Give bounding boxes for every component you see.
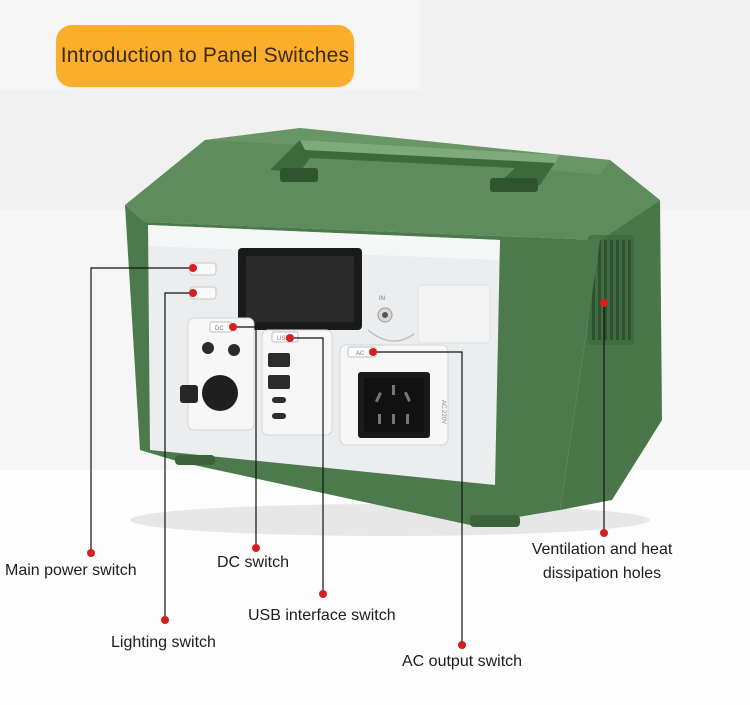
ac-dot-bottom <box>458 641 466 649</box>
usb-dot-bottom <box>319 590 327 598</box>
ac-output-switch-label: AC output switch <box>402 653 523 670</box>
callout-lines <box>90 267 605 645</box>
main-power-switch-label: Main power switch <box>5 562 137 579</box>
dc-dot-bottom <box>252 544 260 552</box>
vent-dot-top <box>600 299 608 307</box>
car-socket <box>180 375 238 411</box>
light-window <box>417 284 491 344</box>
dc-section <box>187 317 255 431</box>
usb-c-port-2 <box>272 413 286 419</box>
ventilation-label-line1: Ventilation and heat <box>531 541 673 558</box>
dc-switch-label: DC switch <box>217 554 290 571</box>
casing-right-side <box>560 200 662 510</box>
usb-dot-top <box>286 334 294 342</box>
lighting-dot-bottom <box>161 616 169 624</box>
mode-arc <box>367 329 415 342</box>
dc-tag: DC <box>215 326 224 332</box>
usb-leader <box>290 337 324 594</box>
dc-dot-top <box>229 323 237 331</box>
foot-right <box>470 515 520 527</box>
dc-port-2 <box>228 344 240 356</box>
usb-c-port-1 <box>272 397 286 403</box>
lighting-switch-label: Lighting switch <box>111 634 216 651</box>
floor-shadow <box>130 504 650 536</box>
main-power-dot-bottom <box>87 549 95 557</box>
lighting-leader <box>164 292 193 620</box>
usb-a-port-1 <box>268 353 290 367</box>
ac-dot-top <box>369 348 377 356</box>
vent-holes <box>592 240 631 340</box>
foot-left <box>175 455 215 465</box>
usb-interface-switch-label: USB interface switch <box>248 607 396 624</box>
ac-rating: AC 220V <box>440 400 446 424</box>
carry-handle <box>270 140 560 192</box>
ac-tag: AC <box>356 351 365 357</box>
input-tag: IN <box>379 296 385 302</box>
dc-leader <box>233 326 257 548</box>
lighting-dot-top <box>189 289 197 297</box>
main-power-dot-top <box>189 264 197 272</box>
title-banner: Introduction to Panel Switches <box>56 25 354 87</box>
main-power-leader <box>90 267 193 553</box>
usb-a-port-2 <box>268 375 290 389</box>
dc-port-1 <box>202 342 214 354</box>
vent-dot-bottom <box>600 529 608 537</box>
dc-input-port <box>377 307 393 323</box>
banner-title: Introduction to Panel Switches <box>60 44 350 67</box>
usb-tag: USB <box>277 336 289 342</box>
ventilation-label-line2: dissipation holes <box>542 565 662 582</box>
outlet-pins <box>374 385 411 424</box>
ac-leader <box>373 351 463 645</box>
callout-dots <box>87 264 608 649</box>
